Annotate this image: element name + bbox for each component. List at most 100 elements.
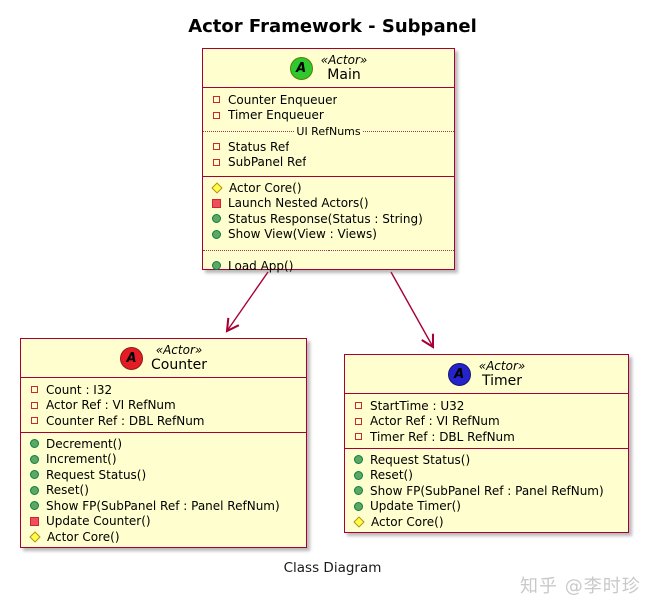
private-field-visibility-icon (213, 111, 220, 119)
watermark: 知乎 @李时珍 (520, 576, 641, 597)
public-visibility-icon (212, 214, 221, 224)
member-label: Show FP(SubPanel Ref : Panel RefNum) (46, 498, 280, 513)
private-field-visibility-icon (355, 402, 362, 410)
member-label: Status Ref (228, 139, 290, 154)
member-row: Decrement() (21, 436, 306, 452)
actor-spot-icon: A (447, 362, 471, 386)
public-visibility-icon (30, 454, 39, 464)
member-label: SubPanel Ref (228, 155, 307, 170)
public-visibility-icon (30, 470, 39, 480)
methods-section: Request Status()Reset()Show FP(SubPanel … (345, 449, 628, 533)
member-row: Show FP(SubPanel Ref : Panel RefNum) (21, 498, 306, 514)
public-visibility-icon (30, 501, 39, 511)
private-visibility-icon (212, 198, 221, 208)
member-row: Update Counter() (21, 514, 306, 530)
member-row: Actor Core() (345, 514, 628, 530)
public-visibility-icon (354, 455, 363, 465)
private-field-visibility-icon (31, 401, 38, 409)
public-visibility-icon (354, 470, 363, 480)
actor-spot-icon: A (289, 56, 313, 80)
class-stereotype: «Actor» (320, 53, 368, 67)
protected-visibility-icon (29, 531, 41, 543)
private-field-visibility-icon (31, 417, 38, 425)
member-label: Count : I32 (46, 382, 113, 397)
member-row: Counter Ref : DBL RefNum (21, 413, 306, 429)
member-label: Actor Core() (47, 529, 120, 544)
private-field-visibility-icon (213, 143, 220, 151)
member-row: Reset() (21, 483, 306, 499)
member-label: Reset() (370, 468, 413, 483)
member-row: Show FP(SubPanel Ref : Panel RefNum) (345, 483, 628, 499)
member-label: Counter Ref : DBL RefNum (46, 413, 205, 428)
member-label: Status Response(Status : String) (228, 211, 423, 226)
public-visibility-icon (354, 486, 363, 496)
member-row: Count : I32 (21, 382, 306, 398)
member-label: Increment() (46, 452, 117, 467)
member-label: Counter Enqueuer (228, 92, 338, 107)
member-label: Update Timer() (370, 499, 461, 514)
member-label: Show FP(SubPanel Ref : Panel RefNum) (370, 483, 604, 498)
private-field-visibility-icon (213, 96, 220, 104)
member-label: Actor Core() (229, 180, 302, 195)
member-label: Request Status() (370, 452, 471, 467)
member-row: SubPanel Ref (203, 155, 454, 171)
member-row: StartTime : U32 (345, 398, 628, 414)
member-label: Update Counter() (46, 514, 151, 529)
divider-label: UI RefNums (296, 124, 361, 138)
class-stereotype: «Actor» (478, 359, 526, 373)
protected-visibility-icon (353, 516, 365, 528)
member-row: Actor Ref : VI RefNum (21, 398, 306, 414)
member-row: Reset() (345, 468, 628, 484)
class-name: Main (327, 67, 361, 83)
member-label: Actor Ref : VI RefNum (370, 414, 500, 429)
member-row: Timer Enqueuer (203, 108, 454, 124)
member-row: Request Status() (21, 467, 306, 483)
member-row: Actor Ref : VI RefNum (345, 414, 628, 430)
section-divider: UI RefNums (203, 124, 454, 138)
private-field-visibility-icon (31, 386, 38, 394)
class-name: Counter (151, 357, 207, 373)
class-header-counter: A «Actor» Counter (21, 339, 306, 378)
arrow-main-to-timer (390, 271, 435, 349)
member-label: Request Status() (46, 467, 147, 482)
class-stereotype: «Actor» (155, 343, 203, 357)
member-label: StartTime : U32 (370, 398, 465, 413)
member-row: Show View(View : Views) (203, 227, 454, 243)
member-label: Reset() (46, 483, 89, 498)
member-row: Status Ref (203, 139, 454, 155)
class-header-timer: A «Actor» Timer (345, 355, 628, 394)
member-row: Launch Nested Actors() (203, 196, 454, 212)
member-row: Status Response(Status : String) (203, 211, 454, 227)
class-name: Timer (481, 373, 522, 389)
public-visibility-icon (212, 261, 221, 271)
member-row: Request Status() (345, 452, 628, 468)
class-header-main: A «Actor» Main (203, 49, 454, 88)
actor-spot-icon: A (120, 346, 144, 370)
member-row: Load App() (203, 258, 454, 274)
private-visibility-icon (30, 516, 39, 526)
diagram-title: Actor Framework - Subpanel (188, 16, 477, 37)
diagram-caption: Class Diagram (283, 560, 382, 576)
member-row: Increment() (21, 452, 306, 468)
member-row: Timer Ref : DBL RefNum (345, 429, 628, 445)
public-visibility-icon (212, 229, 221, 239)
member-row: Actor Core() (203, 180, 454, 196)
methods-section: Decrement()Increment()Request Status()Re… (21, 433, 306, 548)
member-label: Actor Ref : VI RefNum (46, 398, 176, 413)
member-label: Decrement() (46, 436, 123, 451)
member-label: Load App() (228, 258, 294, 273)
methods-section: Actor Core()Launch Nested Actors()Status… (203, 177, 454, 277)
private-field-visibility-icon (355, 417, 362, 425)
public-visibility-icon (30, 439, 39, 449)
private-field-visibility-icon (355, 433, 362, 441)
member-row: Actor Core() (21, 529, 306, 545)
member-label: Timer Ref : DBL RefNum (370, 429, 515, 444)
public-visibility-icon (354, 501, 363, 511)
public-visibility-icon (30, 485, 39, 495)
